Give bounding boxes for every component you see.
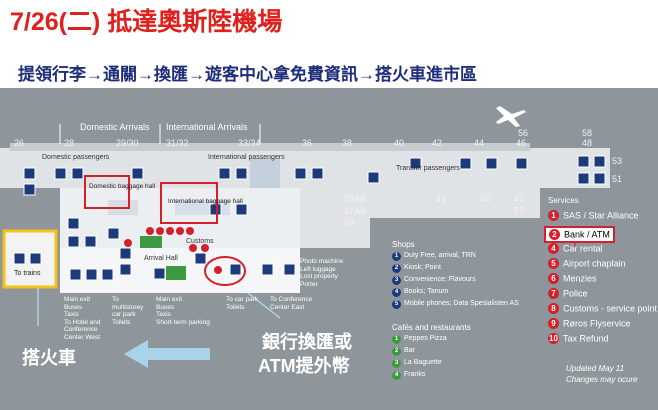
- gate-label: 53: [612, 156, 623, 166]
- to-trains-label: To trains: [14, 270, 41, 277]
- changes-note: Changes may ocure: [566, 375, 638, 384]
- gate-label: 37AB: [344, 206, 367, 216]
- gate-label: 42: [432, 138, 443, 148]
- gate-label: 36: [302, 138, 313, 148]
- gate-label: 40: [394, 138, 405, 148]
- customs-label: Customs: [186, 238, 214, 245]
- domestic-passengers-label: Domestic passengers: [42, 154, 110, 161]
- gate-label: 44: [474, 138, 485, 148]
- updated-note: Updated May 11: [566, 364, 625, 373]
- gate-label: 35AB: [344, 194, 367, 204]
- multistorey-label: To multistorey car park Toilets: [112, 296, 144, 326]
- gate-label: 33/34: [238, 138, 261, 148]
- terminal-layout: [0, 106, 610, 368]
- international-arrivals-label: International Arrivals: [166, 122, 248, 132]
- cafes-heading: Cafés and restaurants: [392, 323, 471, 332]
- international-baggage-hall-highlight: [160, 182, 218, 224]
- domestic-baggage-hall-label: Domestic baggage hall: [89, 183, 156, 190]
- gate-label: 31/32: [166, 138, 189, 148]
- arrival-hall-label: Arrival Hall: [144, 255, 178, 262]
- gate-label: 51: [612, 174, 623, 184]
- gate-label: 45: [480, 194, 491, 204]
- gate-label: 56: [518, 128, 529, 138]
- domestic-arrivals-label: Domestic Arrivals: [80, 122, 150, 132]
- gate-label: 46: [516, 138, 527, 148]
- gate-label: 41: [436, 194, 447, 204]
- main-exit-west-label: Main exit Buses Taxis To Hotel and Confe…: [64, 296, 101, 341]
- page-title: 7/26(二) 抵達奧斯陸機場: [10, 8, 283, 36]
- international-baggage-hall-label: International baggage hall: [168, 198, 243, 205]
- route-subtitle: 提領行李→通關→換匯→遊客中心拿免費資訊→搭火車進市區: [18, 65, 477, 84]
- shops-heading: Shops: [392, 240, 415, 249]
- conference-east-label: To Conference Center East: [270, 296, 313, 311]
- gate-label: 48: [582, 138, 593, 148]
- airport-map: 26 28 29/30 31/32 33/34 36 38 40 42 44 4…: [0, 88, 658, 410]
- bank-annotation-line2: ATM提外幣: [258, 356, 350, 376]
- gate-label: 57: [514, 206, 525, 216]
- services-heading: Services: [548, 196, 579, 205]
- gate-label: 28: [64, 138, 75, 148]
- domestic-baggage-hall-highlight: [84, 175, 130, 209]
- gate-label: 38: [342, 138, 353, 148]
- gate-label: 58: [582, 128, 593, 138]
- gate-label: 39: [344, 218, 355, 228]
- gate-label: 26: [14, 138, 25, 148]
- international-passengers-label: International passengers: [208, 154, 285, 161]
- photo-machine-label: Photo machine Left luggage Lost property…: [300, 258, 344, 288]
- car-park-label: To car park Toilets: [226, 296, 259, 311]
- take-train-annotation: 搭火車: [22, 348, 76, 368]
- bank-annotation-line1: 銀行換匯或: [262, 332, 352, 352]
- transfer-passengers-label: Transfer passengers: [396, 165, 460, 172]
- gate-label: 47: [514, 194, 525, 204]
- gate-label: 29/30: [116, 138, 139, 148]
- main-exit-short-label: Main exit Buses Taxis Short-term parking: [156, 296, 210, 326]
